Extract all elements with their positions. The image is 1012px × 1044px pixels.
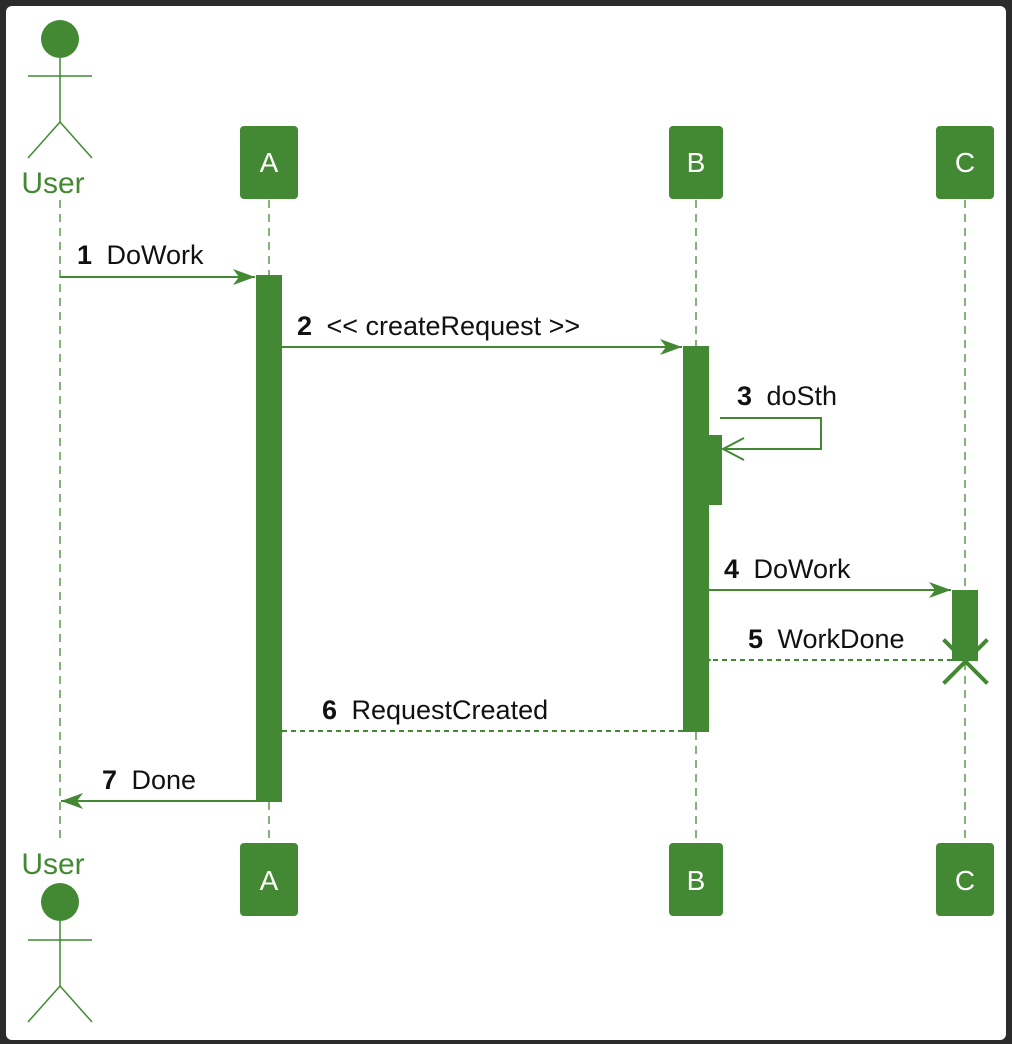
message-7-number: 7 (102, 765, 117, 795)
svg-text:5 WorkDone: 5 WorkDone (748, 624, 905, 654)
message-3-number: 3 (737, 381, 752, 411)
message-7-label: Done (131, 765, 196, 795)
participant-c-bottom-label: C (955, 865, 975, 896)
message-6: 6 RequestCreated (283, 695, 683, 731)
svg-text:6 RequestCreated: 6 RequestCreated (322, 695, 548, 725)
message-1-number: 1 (77, 240, 92, 270)
activation-a (256, 275, 282, 802)
message-1-label: DoWork (106, 240, 204, 270)
message-7: 7 Done (61, 765, 256, 809)
participant-b-bottom: B (669, 843, 723, 916)
actor-user-top-label: User (21, 167, 84, 200)
sequence-diagram: User A B C 1 DoWork 2 << createRequest >… (21, 20, 994, 1023)
message-6-number: 6 (322, 695, 337, 725)
message-5-number: 5 (748, 624, 763, 654)
actor-user-bottom-label: User (21, 848, 84, 881)
message-5: 5 WorkDone (710, 624, 952, 660)
svg-text:3 doSth: 3 doSth (737, 381, 837, 411)
message-2: 2 << createRequest >> (282, 311, 682, 355)
actor-stick-figure-icon (27, 883, 93, 1023)
activation-c (952, 590, 978, 661)
message-4: 4 DoWork (709, 554, 951, 598)
actor-stick-figure-icon (27, 20, 93, 159)
participant-c-top-label: C (955, 147, 975, 178)
activation-b (683, 346, 709, 732)
actor-user-bottom: User (21, 848, 93, 1023)
diagram-canvas: User A B C 1 DoWork 2 << createRequest >… (6, 6, 1006, 1040)
svg-text:2 << createRequest >>: 2 << createRequest >> (297, 311, 580, 341)
message-5-label: WorkDone (777, 624, 904, 654)
message-4-number: 4 (724, 554, 739, 584)
message-6-label: RequestCreated (351, 695, 548, 725)
participant-b-bottom-label: B (687, 865, 706, 896)
message-3-label: doSth (766, 381, 837, 411)
participant-a-top: A (240, 126, 298, 199)
message-2-number: 2 (297, 311, 312, 341)
participant-a-top-label: A (260, 147, 279, 178)
activation-b-nested (709, 435, 722, 505)
participant-a-bottom: A (240, 843, 298, 916)
svg-text:7 Done: 7 Done (102, 765, 196, 795)
message-3: 3 doSth (720, 381, 837, 461)
message-4-label: DoWork (753, 554, 851, 584)
participant-c-top: C (936, 126, 994, 199)
destroy-x-icon (942, 638, 989, 685)
svg-text:4 DoWork: 4 DoWork (724, 554, 851, 584)
actor-user-top: User (21, 20, 93, 200)
participant-a-bottom-label: A (260, 865, 279, 896)
svg-text:1 DoWork: 1 DoWork (77, 240, 204, 270)
participant-b-top-label: B (687, 147, 706, 178)
message-1: 1 DoWork (60, 240, 255, 285)
message-2-label: << createRequest >> (326, 311, 580, 341)
participant-b-top: B (669, 126, 723, 199)
participant-c-bottom: C (936, 843, 994, 916)
